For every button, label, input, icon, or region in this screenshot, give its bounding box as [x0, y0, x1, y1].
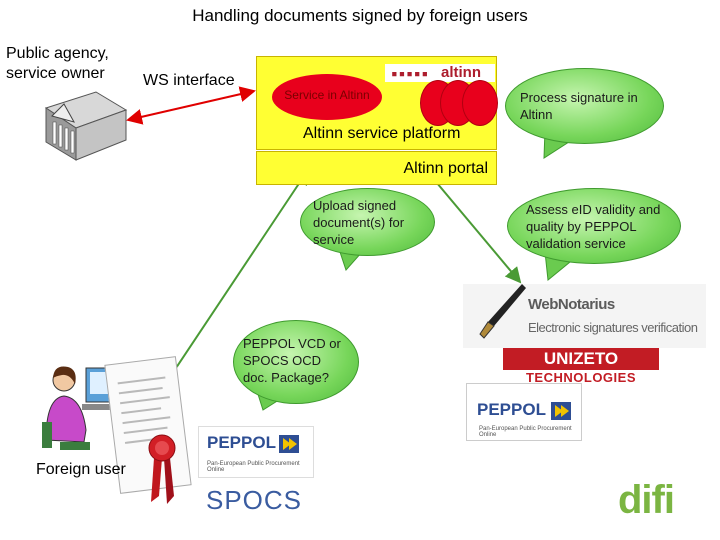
package-callout: PEPPOL VCD or SPOCS OCD doc. Package? — [233, 320, 359, 404]
diagram-title: Handling documents signed by foreign use… — [192, 6, 528, 25]
process-signature-callout: Process signature in Altinn — [505, 68, 664, 144]
spocs-logo: SPOCS — [206, 485, 303, 515]
callout-line: Process signature in — [520, 90, 638, 105]
peppol-flag-icon — [551, 402, 571, 420]
government-building-icon — [44, 91, 128, 161]
callout-line: doc. Package? — [243, 370, 330, 385]
peppol-logo-subtext: Pan-European Public Procurement Online — [207, 461, 300, 473]
callout-line: document(s) for — [313, 215, 405, 230]
ws-interface-label: WS interface — [143, 72, 235, 89]
ws-arrow — [126, 86, 256, 125]
service-instance-ball-3 — [462, 80, 498, 126]
upload-callout: Upload signed document(s) for service — [300, 188, 435, 256]
callout-line: service — [313, 232, 355, 247]
service-in-altinn-label: Service in Altinn — [284, 88, 370, 102]
agency-label-line2: service owner — [6, 65, 105, 82]
callout-line: Assess eID validity and — [526, 202, 661, 217]
webnotarius-subtitle: Electronic signatures verification — [528, 320, 698, 335]
callout-line: Altinn — [520, 107, 553, 122]
altinn-portal-box: Altinn portal — [256, 151, 497, 185]
callout-line: Upload signed — [313, 198, 397, 213]
peppol-logo-text: PEPPOL — [207, 433, 276, 452]
peppol-flag-icon — [279, 435, 299, 453]
webnotarius-logo-background — [463, 284, 706, 348]
service-in-altinn-oval — [272, 74, 382, 120]
webnotarius-title: WebNotarius — [528, 296, 615, 313]
callout-line: SPOCS OCD — [243, 353, 322, 368]
assess-eid-callout: Assess eID validity and quality by PEPPO… — [507, 188, 681, 264]
upload-arrow — [159, 168, 310, 393]
platform-label: Altinn service platform — [303, 125, 461, 142]
difi-logo: difi — [618, 478, 675, 522]
fountain-pen-icon — [479, 284, 526, 339]
peppol-logo-small: PEPPOL Pan-European Public Procurement O… — [198, 426, 314, 478]
altinn-logo: ▪▪▪▪▪ altinn — [385, 64, 495, 82]
unizeto-logo: UNIZETO — [503, 348, 659, 370]
peppol-logo-large: PEPPOL Pan-European Public Procurement O… — [466, 383, 582, 441]
agency-label: Public agency, service owner — [6, 44, 109, 84]
portal-label: Altinn portal — [403, 160, 489, 177]
agency-label-line1: Public agency, — [6, 45, 109, 62]
unizeto-logo-subtitle: TECHNOLOGIES — [525, 370, 636, 385]
foreign-user-label: Foreign user — [36, 461, 126, 478]
callout-line: PEPPOL VCD or — [243, 336, 341, 351]
red-seal-ribbon-icon — [148, 434, 176, 504]
callout-line: validation service — [526, 236, 626, 251]
altinn-logo-text: altinn — [441, 64, 481, 81]
peppol-logo-text: PEPPOL — [477, 400, 546, 419]
callout-line: quality by PEPPOL — [526, 219, 637, 234]
peppol-logo-subtext: Pan-European Public Procurement Online — [479, 426, 572, 438]
